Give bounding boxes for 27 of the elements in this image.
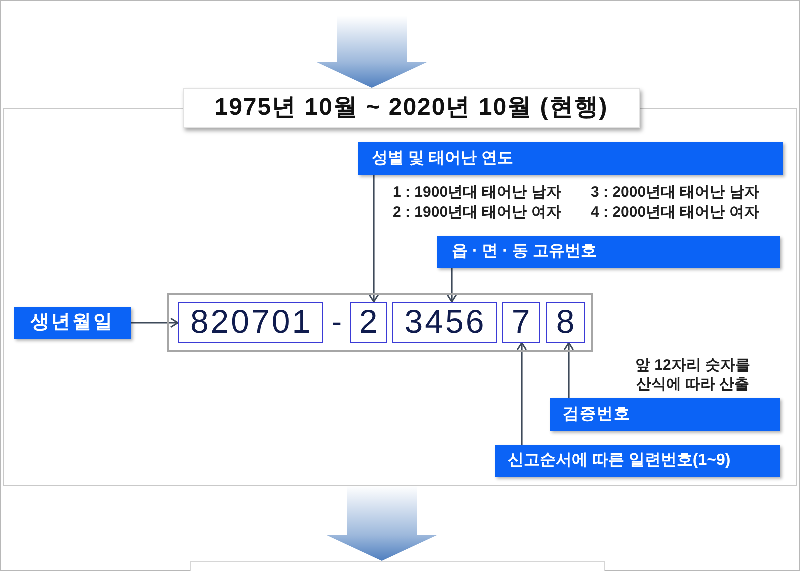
note-text: 앞 12자리 숫자를 산식에 따라 산출 [634,356,752,394]
arrow [564,342,574,398]
arrow [446,268,458,303]
callout-box: 읍 · 면 · 동 고유번호 [437,236,780,268]
section-heading: 1975년 10월 ~ 2020년 10월 (현행) [183,88,640,128]
blank-box [190,561,605,571]
block-arrow [326,486,438,561]
digit-box: 2 [350,302,387,343]
digit-box: 8 [546,302,585,343]
number-frame [167,293,593,352]
note-text: 3 : 2000년대 태어난 남자 [591,184,760,201]
callout-box: 생년월일 [14,307,131,339]
section-panel [3,88,797,486]
digit-box: 3456 [392,302,497,343]
note-text: 2 : 1900년대 태어난 여자 [393,204,562,221]
arrow [131,318,179,328]
arrow [516,342,528,445]
callout-box: 검증번호 [550,398,780,431]
separator-dash: - [331,305,343,341]
digit-box: 7 [502,302,540,343]
callout-box: 성별 및 태어난 연도 [358,142,783,175]
callout-box: 신고순서에 따른 일련번호(1~9) [495,445,780,477]
note-text: 1 : 1900년대 태어난 남자 [393,184,562,201]
note-text: 4 : 2000년대 태어난 여자 [591,204,760,221]
arrow [368,175,380,303]
block-arrow [316,16,428,88]
digit-box: 820701 [178,302,323,343]
